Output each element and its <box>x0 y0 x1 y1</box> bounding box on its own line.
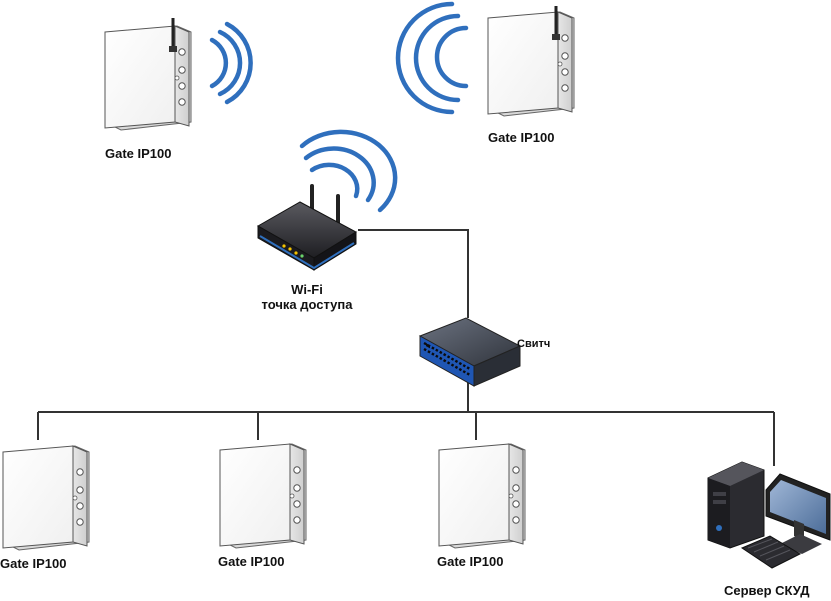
label-switch: Свитч <box>517 338 551 350</box>
network-switch <box>418 317 522 387</box>
wifi-router-icon <box>256 201 358 271</box>
label-wifi-line2: точка доступа <box>261 297 353 312</box>
label-gate-top-right: Gate IP100 <box>488 130 555 145</box>
label-gate-bottom-2: Gate IP100 <box>218 554 285 569</box>
label-gate-bottom-3: Gate IP100 <box>437 554 504 569</box>
antenna-icon <box>169 18 177 52</box>
wifi-signal-icon <box>209 21 253 105</box>
gate-bottom-2 <box>219 443 307 549</box>
gate-bottom-3 <box>438 443 526 549</box>
network-switch-icon <box>418 317 522 387</box>
label-wifi-line1: Wi-Fi <box>291 282 323 297</box>
label-wifi-access-point: Wi-Fi точка доступа <box>252 282 362 312</box>
wifi-router <box>256 129 398 271</box>
label-gate-top-left: Gate IP100 <box>105 146 172 161</box>
wire-router-to-switch <box>358 229 469 318</box>
wifi-signal-icon <box>395 1 469 115</box>
server-computer-icon <box>707 461 831 569</box>
label-server: Сервер СКУД <box>724 583 810 598</box>
wiring <box>37 229 775 466</box>
gate-top-left <box>104 18 253 131</box>
server-computer <box>707 461 831 569</box>
gate-top-right <box>395 1 575 117</box>
antenna-icon <box>552 6 560 40</box>
wifi-signal-icon <box>299 129 398 213</box>
gate-bottom-1 <box>2 445 90 551</box>
label-gate-bottom-1: Gate IP100 <box>0 556 67 571</box>
